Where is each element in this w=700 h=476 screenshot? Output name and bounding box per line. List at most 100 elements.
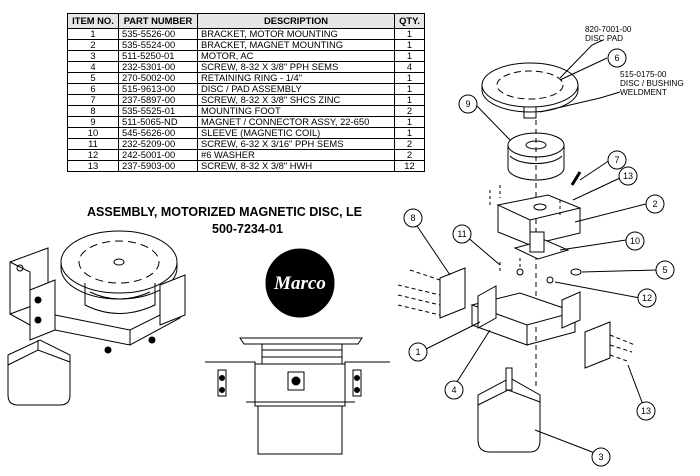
balloon-label: 1 [415,347,420,357]
leader-3 [534,429,601,456]
disc-pad-part-number: 820-7001-00 [585,25,632,34]
part-number-cell: 237-5903-00 [118,160,198,172]
exploded-magnet [507,132,565,158]
balloon-label: 4 [451,385,456,395]
balloon-leaders [412,39,658,456]
leader-10 [559,239,627,251]
bracket-flange-right [561,291,581,329]
leader-12 [554,281,641,299]
balloon-circle [458,94,478,114]
leader-6 [559,57,608,81]
mounting-foot-right [584,321,611,369]
screw-13-leaders-right [609,334,636,363]
bracket-hole [16,264,24,272]
leader-9 [476,105,511,141]
balloon-circle [625,231,645,251]
marco-logo: Marco [265,248,335,318]
exploded-disc-dashes [496,70,564,100]
front-elevation-view [205,337,390,455]
screw-7 [570,171,582,186]
assembly-title: ASSEMBLY, MOTORIZED MAGNETIC DISC, LE [87,205,363,219]
balloon-circle [444,380,464,400]
front-magnet-lines [262,349,342,358]
balloon-label: 10 [630,236,640,246]
foot-screw [219,375,225,381]
exploded-disc [481,62,579,108]
front-left-foot [217,369,227,397]
disc-top [60,230,178,294]
disc-pad-callout: 820-7001-00 DISC PAD [585,25,631,43]
screw-13-leaders-top [489,185,561,215]
mounting-foot-left [439,267,466,319]
leader-13-top [572,177,621,201]
bracket-flange-left [477,285,497,329]
balloon-label: 9 [465,99,470,109]
leader-11 [465,235,501,266]
leader-bushing [539,91,621,113]
front-disc [239,337,363,345]
front-right-foot [352,369,362,397]
leader-7 [579,159,611,181]
balloon-label: 3 [598,452,603,462]
front-center-screw [291,376,301,386]
balloon-label: 7 [614,155,619,165]
leader-4 [454,329,491,386]
washer-12 [546,276,554,284]
leader-8 [412,219,451,276]
balloon-label: 5 [662,265,667,275]
description-cell: SCREW, 8-32 X 3/8" HWH [197,160,395,172]
disc-pad-label: DISC PAD [585,34,624,43]
balloon-circle [408,342,428,362]
screw-head [34,316,42,324]
balloon-circle [637,288,657,308]
balloon-circle [636,401,656,421]
assembly-part-number: 500-7234-01 [212,222,283,236]
magnet-body [84,283,156,314]
balloon-circle [655,260,675,280]
disc-dashes [78,240,160,284]
logo-text: Marco [273,273,326,294]
isometric-assembly-view [7,230,186,406]
balloon-circle [607,150,627,170]
bushing-label-2: WELDMENT [620,88,667,97]
sleeve [529,231,545,253]
foot-screw [219,387,225,393]
screw-head [148,336,156,344]
balloon-label: 13 [623,171,633,181]
qty-cell: 1 [394,39,425,51]
magnet-ring [509,155,563,165]
motor-body [7,339,71,406]
leader-1 [419,321,481,353]
exploded-view [397,62,636,453]
leader-5 [581,269,658,273]
screw-11-path [499,258,521,272]
balloon-circle [645,194,665,214]
disc-bushing [523,107,537,119]
balloon-label: 8 [410,213,415,223]
foot-screw [354,387,360,393]
exploded-disc-edge [481,85,579,113]
balloon-label: 12 [642,293,652,303]
balloon-circle [618,166,638,186]
magnet-side [507,145,565,181]
qty-cell: 12 [394,160,425,172]
balloon-circle [591,447,611,467]
balloon-label: 11 [457,229,466,239]
magnet-line [89,291,151,300]
balloon-circle [607,48,627,68]
retaining-ring-5 [570,268,582,276]
leader-2 [574,203,647,223]
front-magnet [261,343,343,365]
washer-12 [516,268,524,276]
logo-circle [265,248,335,318]
right-bracket [159,274,186,326]
bracket-hole [533,203,547,211]
header-part-number: PART NUMBER [118,13,198,29]
